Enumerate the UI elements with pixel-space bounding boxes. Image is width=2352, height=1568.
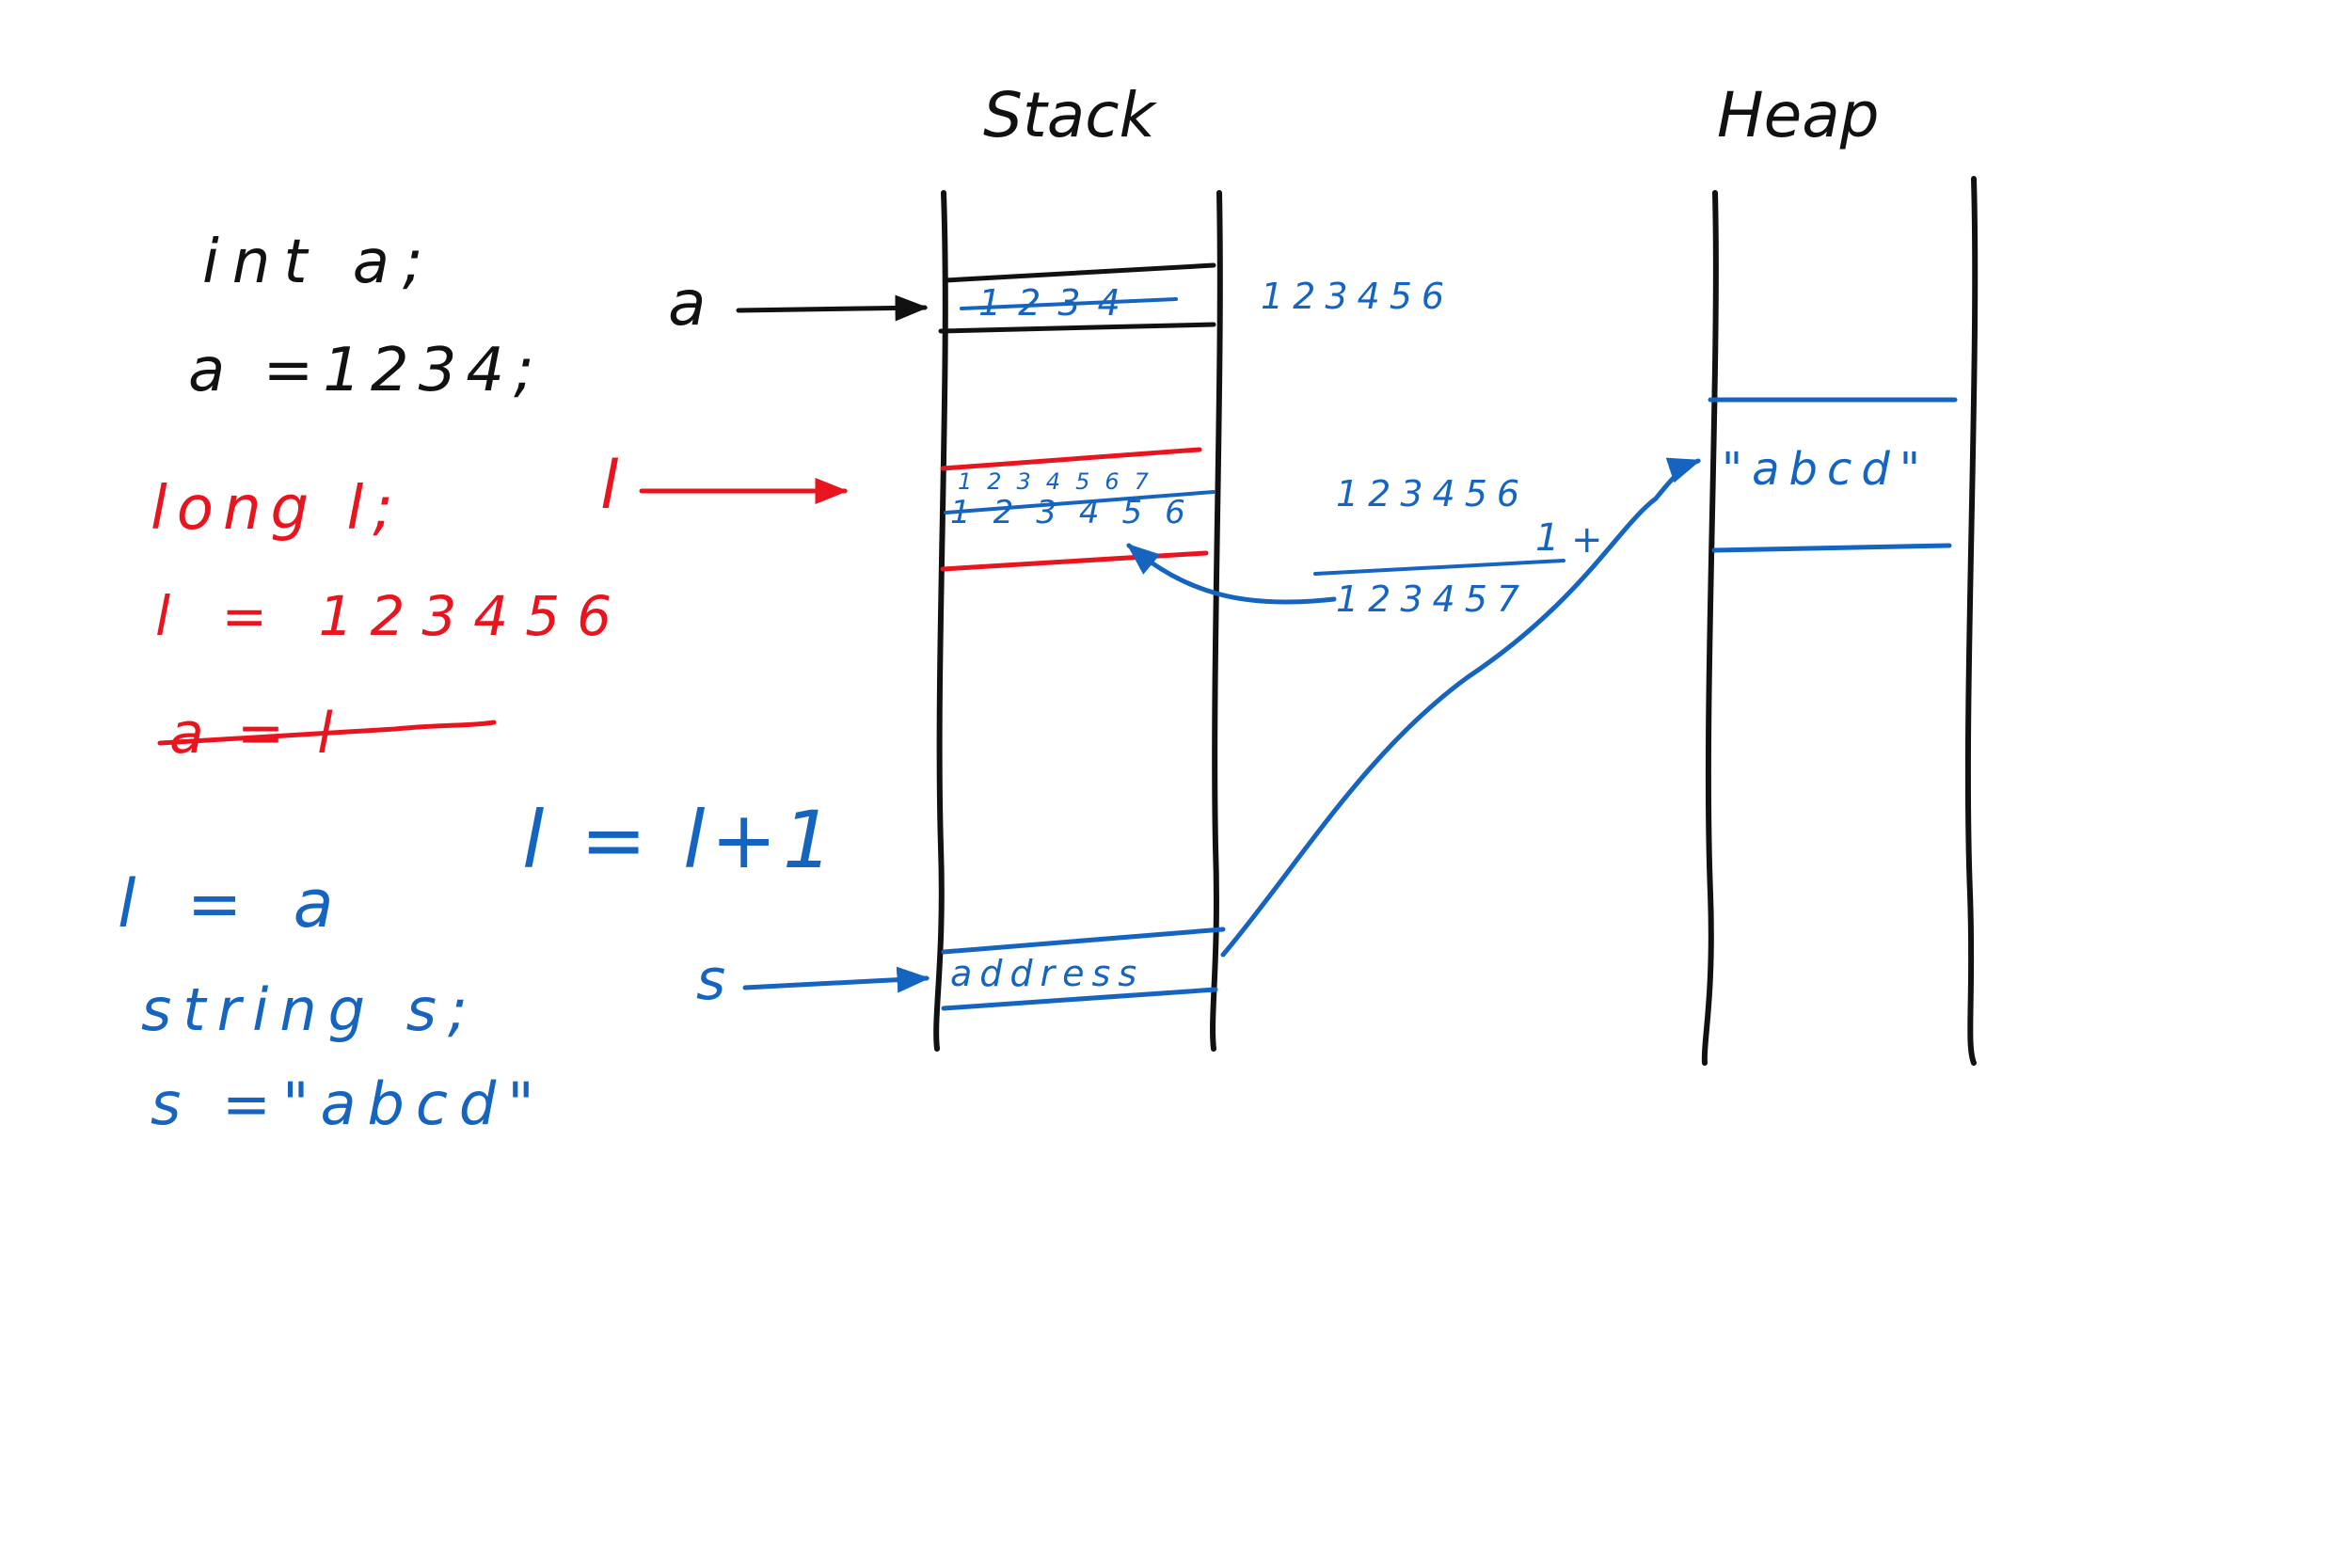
stack-cell-l-old-value: 123456	[950, 494, 1208, 531]
pointer-a-label: a	[668, 267, 706, 340]
stack-cell-l-new-value: 1234567	[958, 468, 1164, 495]
heap-cell-string-value: "abcd"	[1722, 443, 1930, 496]
code-line-assign-s: s ="abcd"	[151, 1069, 546, 1138]
code-line-declare-s: string s;	[141, 975, 479, 1044]
stack-cell-a-new-value: 123456	[1261, 276, 1454, 317]
code-line-declare-a: int a;	[202, 228, 437, 297]
increment-arrow	[1126, 543, 1337, 605]
code-line-declare-l: long l;	[151, 474, 403, 544]
code-line-assign-l: l = 123456	[155, 584, 628, 648]
pointer-s-label: s	[696, 947, 725, 1013]
heap-left-wall	[1701, 190, 1719, 1066]
pointer-s-arrow	[742, 966, 930, 993]
stack-cell-l-top	[940, 447, 1202, 471]
stack-cell-s-bottom	[941, 987, 1218, 1011]
calc-addend: 1	[1535, 516, 1559, 560]
stack-cell-s-top	[941, 927, 1226, 955]
stack-cell-l-bottom	[940, 550, 1209, 572]
stack-right-wall	[1210, 190, 1223, 1052]
stack-cell-l-strikethrough	[944, 490, 1216, 515]
heap-cell-bottom	[1711, 543, 1952, 553]
address-to-heap-arrow	[1220, 457, 1702, 958]
stack-cell-a-top	[943, 262, 1216, 283]
code-line-l-equals-a: l = a	[118, 865, 349, 942]
calc-result: 123457	[1336, 578, 1529, 620]
calc-operand: 123456	[1336, 473, 1529, 515]
code-line-assign-a: a =1234;	[188, 336, 544, 405]
code-line-a-equals-l-strikethrough	[157, 720, 497, 746]
heap-right-wall	[1964, 176, 1979, 1066]
stack-cell-a-bottom	[938, 322, 1216, 334]
stack-cell-a-strikethrough	[960, 297, 1178, 310]
stack-left-wall	[933, 190, 948, 1052]
calc-sum-line	[1313, 559, 1565, 576]
stack-cell-s-value: address	[950, 953, 1144, 994]
calc-operator: +	[1571, 518, 1603, 562]
stack-heading: Stack	[983, 79, 1158, 151]
code-line-increment-l: l = l+1	[522, 794, 838, 886]
pointer-a-arrow	[736, 294, 929, 322]
pointer-l-label: l	[600, 447, 619, 524]
heap-heading: Heap	[1717, 79, 1880, 151]
